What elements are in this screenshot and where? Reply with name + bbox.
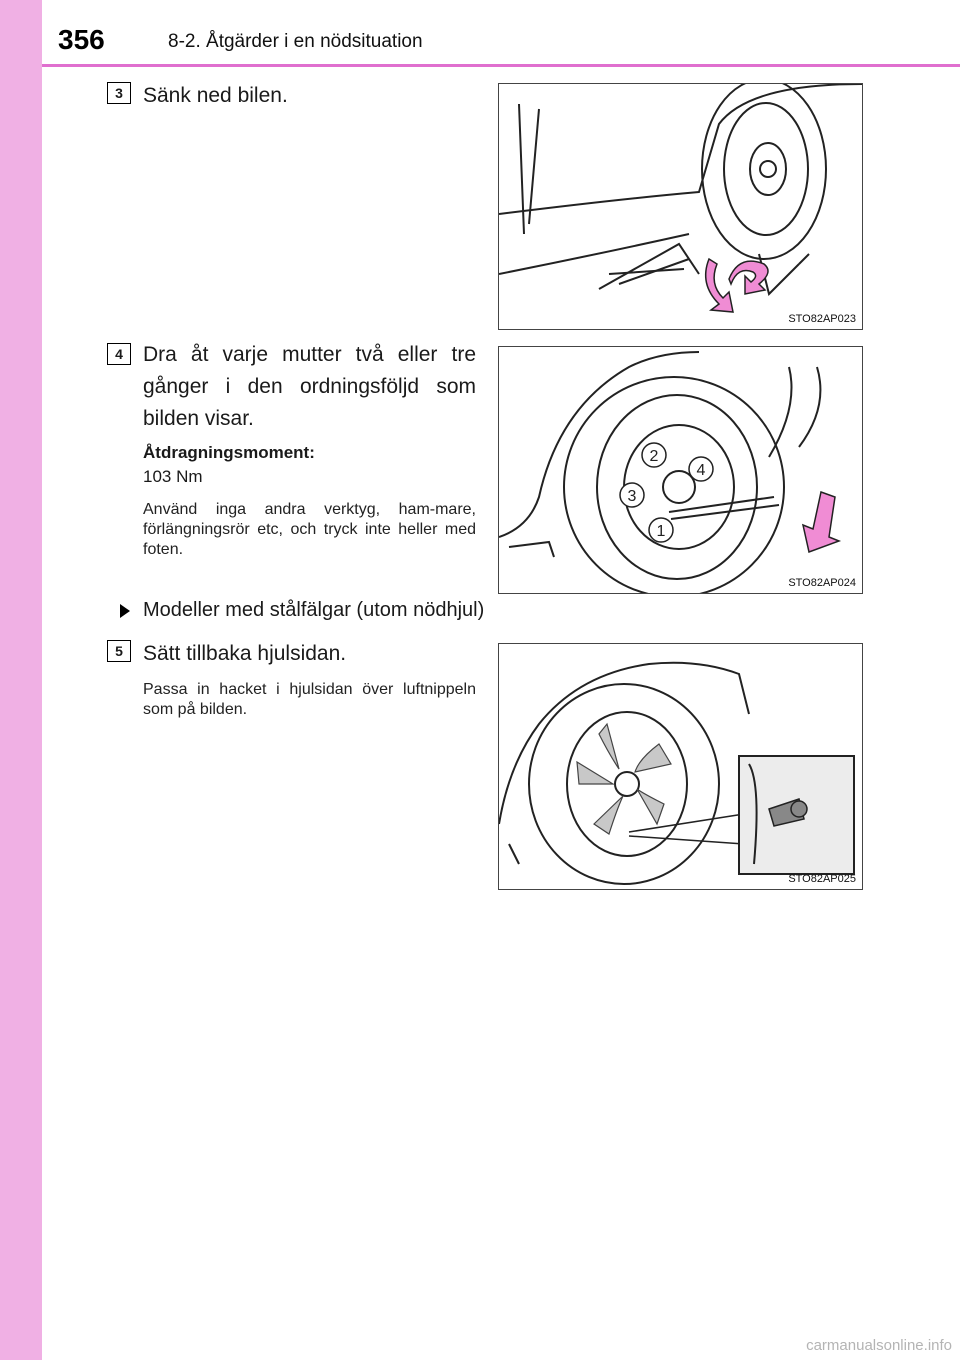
step-badge-3: 3 xyxy=(107,82,131,104)
nut-label-3: 3 xyxy=(628,488,637,505)
lower-car-illustration xyxy=(499,84,862,313)
nut-label-1: 1 xyxy=(657,523,666,540)
torque-value: 103 Nm xyxy=(143,467,203,486)
bullet-triangle-icon xyxy=(120,604,130,618)
step-4-text: Dra åt varje mutter två eller tre gånger… xyxy=(143,343,476,430)
step-badge-4: 4 xyxy=(107,343,131,365)
torque-label: Åtdragningsmoment: xyxy=(143,443,315,462)
step-badge-5: 5 xyxy=(107,640,131,662)
figure-tighten-nuts: 1 2 3 4 STO82AP024 xyxy=(498,346,863,594)
step-4-note: Använd inga andra verktyg, ham-mare, för… xyxy=(143,501,476,558)
figure-lower-car: STO82AP023 xyxy=(498,83,863,330)
side-band xyxy=(0,0,42,1360)
step-3-text: Sänk ned bilen. xyxy=(143,84,288,107)
step-5-text: Sätt tillbaka hjulsidan. xyxy=(143,642,347,665)
tighten-nuts-illustration: 1 2 3 4 xyxy=(499,351,842,593)
section-title: 8-2. Åtgärder i en nödsituation xyxy=(168,31,423,52)
figure-code: STO82AP023 xyxy=(788,313,856,325)
watermark-footer: carmanualsonline.info xyxy=(806,1337,952,1354)
figure-hubcap: STO82AP025 xyxy=(498,643,863,890)
figure-code: STO82AP025 xyxy=(788,873,856,885)
nut-label-4: 4 xyxy=(697,462,706,479)
sub-heading: Modeller med stålfälgar (utom nödhjul) xyxy=(143,599,485,621)
header-divider xyxy=(42,64,960,67)
step-5-note: Passa in hacket i hjulsidan över luftnip… xyxy=(143,681,476,718)
hubcap-illustration xyxy=(499,661,855,885)
nut-label-2: 2 xyxy=(650,448,659,465)
page-number: 356 xyxy=(58,24,105,55)
figure-code: STO82AP024 xyxy=(788,577,856,589)
